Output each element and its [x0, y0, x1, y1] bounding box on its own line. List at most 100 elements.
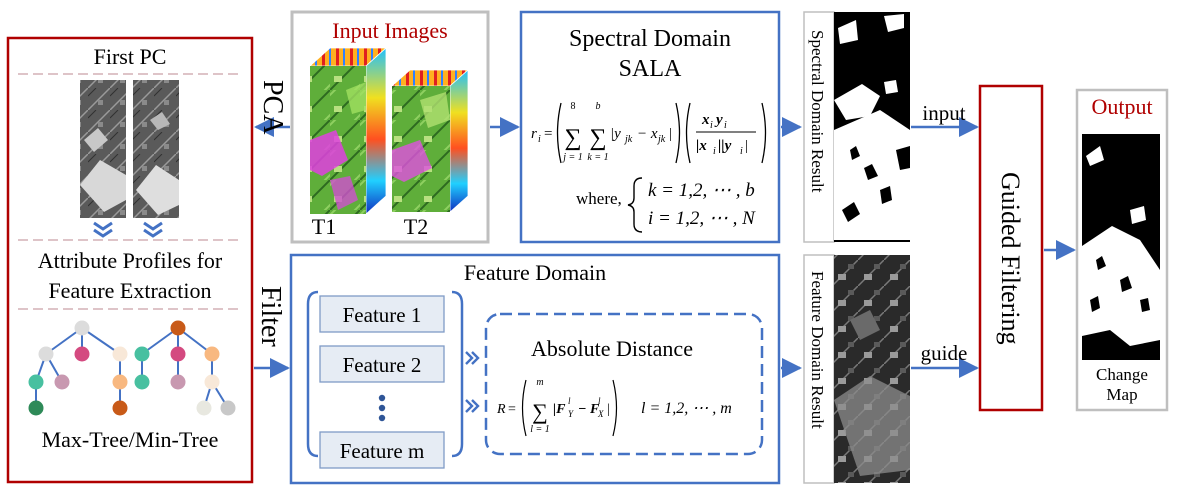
svg-text:=: =	[508, 402, 516, 417]
feature-result-image	[834, 255, 910, 483]
tree-node	[196, 400, 212, 416]
attribute-profiles-line2: Feature Extraction	[48, 278, 211, 303]
input-images-border	[290, 10, 490, 244]
pca-arrow: PCA	[254, 80, 290, 137]
guided-filtering-border	[978, 84, 1044, 412]
feature-box-1: Feature 1	[319, 295, 445, 333]
svg-text:∑: ∑	[589, 125, 606, 151]
tree-node	[38, 346, 54, 362]
tree-node	[204, 346, 220, 362]
feature-label: Feature 2	[343, 353, 422, 377]
svg-text:|x: |x	[696, 138, 707, 154]
sala-title: SALA	[619, 56, 682, 82]
double-chevron-icon	[93, 221, 163, 238]
feature-domain-panel: Feature Domain Feature 1 Feature 2 Featu…	[289, 253, 781, 485]
spectral-result-label: Spectral Domain Result	[808, 30, 827, 193]
feature-domain-border	[289, 253, 781, 485]
svg-text:m: m	[536, 377, 543, 388]
tree-node	[170, 320, 186, 336]
svg-text:i: i	[710, 120, 713, 131]
tree-node	[74, 346, 90, 362]
first-pc-title: First PC	[94, 44, 167, 69]
tree-node	[220, 400, 236, 416]
svg-text:j = 1: j = 1	[561, 152, 583, 163]
spectral-domain-result: Spectral Domain Result	[803, 11, 910, 243]
svg-text:− F: − F	[578, 402, 600, 417]
guided-filtering-block: Guided Filtering	[978, 84, 1044, 412]
sala-formula: r i = 8 ∑ j = 1 b ∑ k = 1 |y jk − x jk |…	[531, 101, 767, 164]
input-label: input	[922, 101, 965, 125]
svg-text:||y: ||y	[718, 138, 732, 154]
feature-domain-result: Feature Domain Result	[803, 254, 910, 484]
filter-label: Filter	[255, 286, 286, 347]
pca-label: PCA	[257, 80, 288, 135]
absolute-distance-title: Absolute Distance	[531, 336, 693, 361]
feature-dots	[378, 394, 386, 422]
tree-node	[170, 346, 186, 362]
spectral-domain-panel: Spectral Domain SALA r i = 8 ∑ j = 1 b ∑…	[519, 10, 781, 244]
feature-result-label: Feature Domain Result	[808, 271, 827, 429]
filter-arrow: Filter	[254, 286, 290, 378]
svg-text:l: l	[598, 396, 601, 406]
sala-conditions: where, k = 1,2, ⋯ , b i = 1,2, ⋯ , N	[576, 177, 756, 233]
svg-text:k = 1: k = 1	[587, 152, 608, 163]
tree-node	[134, 374, 150, 390]
svg-text:i: i	[740, 146, 743, 157]
svg-text:i: i	[538, 134, 541, 145]
feature-domain-title: Feature Domain	[464, 260, 606, 285]
svg-text:|: |	[669, 126, 672, 142]
change-map-image	[1082, 134, 1160, 360]
svg-text:i: i	[724, 120, 727, 131]
svg-text:X: X	[597, 409, 604, 419]
t2-label: T2	[404, 214, 428, 239]
guide-label: guide	[921, 341, 968, 365]
svg-text:where,: where,	[576, 189, 622, 208]
first-pc-image-t2	[133, 80, 179, 218]
svg-text:− x: − x	[637, 126, 658, 142]
svg-text:r: r	[531, 126, 537, 142]
feature-label: Feature m	[340, 439, 425, 463]
tree-nodes	[28, 320, 236, 416]
left-panel-border	[6, 36, 254, 484]
guide-arrow: guide	[911, 341, 979, 378]
hyperspectral-cube-t1	[308, 47, 388, 215]
tree-label: Max-Tree/Min-Tree	[42, 427, 219, 452]
tree-node	[54, 374, 70, 390]
svg-text:l = 1: l = 1	[530, 424, 550, 435]
svg-text:|: |	[745, 138, 748, 154]
hyperspectral-cube-t2	[390, 69, 470, 213]
tree-node	[170, 374, 186, 390]
svg-text:=: =	[544, 126, 552, 142]
output-border	[1075, 88, 1169, 412]
svg-text:|y: |y	[610, 126, 621, 142]
absolute-distance-box: Absolute Distance R = m ∑ l = 1 |F l Y −…	[484, 312, 764, 456]
svg-text:x: x	[701, 112, 710, 128]
feature-label: Feature 1	[343, 303, 422, 327]
t1-label: T1	[312, 214, 336, 239]
tree-node	[112, 346, 128, 362]
svg-text:i = 1,2, ⋯ , N: i = 1,2, ⋯ , N	[648, 208, 756, 229]
input-images-title: Input Images	[332, 18, 447, 43]
max-tree-graph	[35, 327, 121, 408]
spectral-result-image	[834, 12, 910, 242]
svg-text:8: 8	[571, 101, 576, 112]
input-arrow: input	[911, 101, 979, 137]
output-title: Output	[1091, 94, 1152, 119]
svg-text:jk: jk	[656, 134, 666, 145]
svg-text:∑: ∑	[564, 125, 581, 151]
change-map-label-line1: Change	[1096, 365, 1148, 384]
output-panel: Output Change Map	[1075, 88, 1169, 412]
svg-text:b: b	[596, 101, 601, 112]
feature-box-m: Feature m	[319, 431, 445, 469]
features-bracket-right	[451, 290, 464, 458]
tree-node	[112, 400, 128, 416]
input-images-panel: Input Images T1 T2	[290, 10, 490, 244]
tree-node	[112, 374, 128, 390]
svg-text:i: i	[713, 146, 716, 157]
attribute-profiles-line1: Attribute Profiles for	[38, 248, 223, 273]
left-panel: First PC Attribute Profiles for Feature …	[6, 36, 254, 484]
svg-text:|: |	[607, 402, 610, 417]
guided-filtering-label: Guided Filtering	[996, 172, 1025, 345]
svg-text:R: R	[496, 402, 506, 417]
